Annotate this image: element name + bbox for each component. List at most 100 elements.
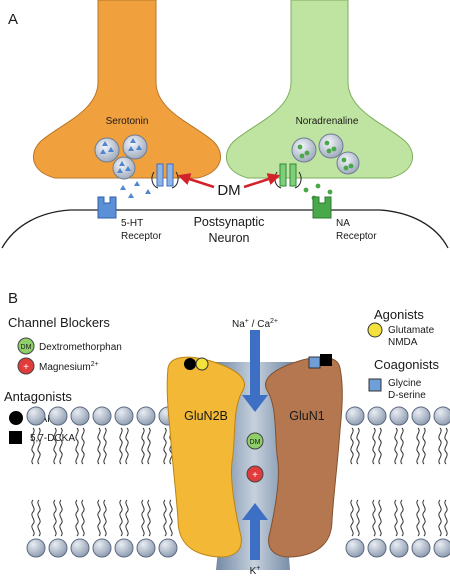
coagonists-title: Coagonists xyxy=(374,357,440,372)
lipid-bilayer xyxy=(26,406,450,558)
lipid-tail xyxy=(97,427,101,465)
panel-a-label: A xyxy=(8,11,18,28)
noradrenaline-terminal xyxy=(225,0,414,179)
lipid-head xyxy=(70,538,90,558)
lipid-head xyxy=(114,406,134,426)
5ht-receptor-label-line1: 5-HT xyxy=(121,218,143,229)
magnesium-legend-symbol: + xyxy=(23,362,29,373)
lipid-head xyxy=(433,406,450,426)
lipid-head xyxy=(158,538,178,558)
k-label: K+ xyxy=(250,565,261,577)
lipid-tail xyxy=(394,427,398,465)
lipid-tail xyxy=(103,499,107,537)
glutamate-label: Glutamate xyxy=(388,325,435,336)
lipid-tail xyxy=(81,427,85,465)
lipid-tail xyxy=(422,427,426,465)
lipid-head xyxy=(136,538,156,558)
lipid-head xyxy=(367,406,387,426)
dextromethorphan-label: Dextromethorphan xyxy=(39,342,122,353)
glun2b-label: GluN2B xyxy=(184,409,228,423)
lipid-tail xyxy=(416,499,420,537)
dcka-label: 5,7-DCKA xyxy=(30,433,75,444)
lipid-tail xyxy=(125,499,129,537)
lipid-head xyxy=(136,406,156,426)
lipid-head xyxy=(433,538,450,558)
lipid-tail xyxy=(75,427,79,465)
postsynaptic-label-line2: Neuron xyxy=(209,231,250,245)
lipid-tail xyxy=(119,499,123,537)
lipid-tail xyxy=(163,427,167,465)
lipid-head xyxy=(48,406,68,426)
lipid-tail xyxy=(400,427,404,465)
lipid-tail xyxy=(37,499,41,537)
lipid-tail xyxy=(31,499,35,537)
lipid-tail xyxy=(378,427,382,465)
lipid-head xyxy=(48,538,68,558)
lipid-tail xyxy=(103,427,107,465)
lipid-tail xyxy=(444,427,448,465)
lipid-head xyxy=(345,538,365,558)
agonists-title: Agonists xyxy=(374,307,424,322)
serotonin-terminal xyxy=(32,0,222,179)
panel-b-label: B xyxy=(8,290,18,307)
lipid-head xyxy=(92,538,112,558)
lipid-tail xyxy=(438,427,442,465)
lipid-tail xyxy=(75,499,79,537)
lipid-head xyxy=(345,406,365,426)
lipid-tail xyxy=(372,427,376,465)
lipid-head xyxy=(26,538,46,558)
antagonists-title: Antagonists xyxy=(4,389,72,404)
lipid-head xyxy=(411,406,431,426)
lipid-tail xyxy=(356,427,360,465)
lipid-tail xyxy=(37,427,41,465)
lipid-tail xyxy=(350,427,354,465)
serotonin-vesicles xyxy=(94,134,148,180)
lipid-tail xyxy=(53,499,57,537)
pore-magnesium-icon xyxy=(246,465,264,483)
5ht-receptor-label-line2: Receptor xyxy=(121,231,162,242)
channel-blockers-title: Channel Blockers xyxy=(8,315,110,330)
5ht-receptor xyxy=(97,196,117,219)
glutamate-icon xyxy=(367,322,383,338)
na-ca-label: Na+ / Ca2+ xyxy=(232,318,278,330)
lipid-head xyxy=(411,538,431,558)
agonist-glutamate-bound xyxy=(195,357,209,371)
lipid-tail xyxy=(350,499,354,537)
coagonist-glycine-bound xyxy=(308,356,321,369)
lipid-tail xyxy=(400,499,404,537)
dm-legend-symbol: DM xyxy=(21,344,32,351)
magnesium-label: Magnesium2+ xyxy=(39,361,99,373)
lipid-tail xyxy=(59,499,63,537)
noradrenaline-vesicles xyxy=(291,133,360,175)
glun2b-subunit xyxy=(166,356,245,558)
na-receptor-label-line1: NA xyxy=(336,218,350,229)
lipid-tail xyxy=(147,499,151,537)
lipid-tail xyxy=(394,499,398,537)
ion-flow-arrows xyxy=(242,330,268,560)
lipid-tail xyxy=(356,499,360,537)
antagonist-dcka-bound xyxy=(320,354,332,366)
noradrenaline-transporter xyxy=(274,163,302,189)
na-receptor xyxy=(312,196,332,219)
pore-magnesium-label: + xyxy=(252,470,258,481)
dcka-icon xyxy=(9,431,22,444)
postsynaptic-label-line1: Postsynaptic xyxy=(194,215,265,229)
nmda-label: NMDA xyxy=(388,337,418,348)
lipid-tail xyxy=(141,427,145,465)
lipid-tail xyxy=(53,427,57,465)
lipid-tail xyxy=(378,499,382,537)
dm-label: DM xyxy=(217,182,240,199)
glycine-icon xyxy=(368,378,382,392)
pore-dm-icon xyxy=(246,432,264,450)
d-ap5-icon xyxy=(9,411,23,425)
lipid-tail xyxy=(444,499,448,537)
lipid-head xyxy=(114,538,134,558)
lipid-head xyxy=(367,538,387,558)
pore-dm-label: DM xyxy=(250,439,261,446)
lipid-head xyxy=(389,406,409,426)
lipid-tail xyxy=(97,499,101,537)
lipid-tail xyxy=(141,499,145,537)
glun1-subunit xyxy=(265,356,343,558)
antagonist-d-ap5-bound xyxy=(184,358,196,370)
